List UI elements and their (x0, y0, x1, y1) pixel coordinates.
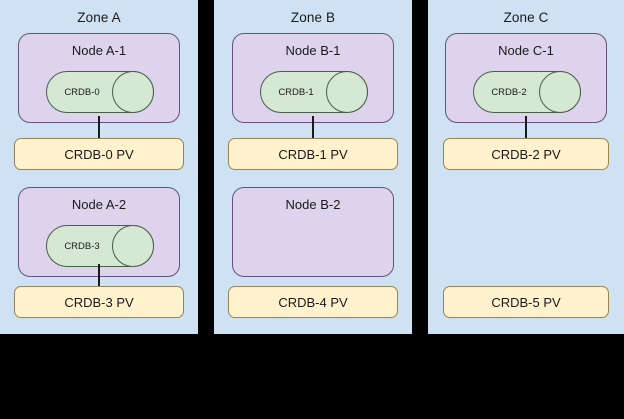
zone-a-title: Zone A (77, 10, 121, 25)
pod-crdb-3-label: CRDB-3 (64, 240, 100, 252)
pv-crdb-0[interactable]: CRDB-0 PV (14, 138, 184, 170)
pod-cylinder-cap (326, 71, 368, 113)
node-b-1-label: Node B-1 (285, 43, 341, 58)
pv-crdb-5[interactable]: CRDB-5 PV (443, 286, 609, 318)
node-a-2-label: Node A-2 (71, 197, 127, 212)
connector-crdb-0-to-pv (98, 116, 100, 138)
node-b-2-label: Node B-2 (285, 197, 341, 212)
connector-crdb-2-to-pv (525, 116, 527, 138)
zone-b-title: Zone B (290, 10, 336, 25)
pod-crdb-2-label: CRDB-2 (491, 86, 527, 98)
node-b-1[interactable]: Node B-1 CRDB-1 (232, 33, 394, 123)
pv-crdb-2[interactable]: CRDB-2 PV (443, 138, 609, 170)
node-a-1-label: Node A-1 (71, 43, 127, 58)
node-c-1[interactable]: Node C-1 CRDB-2 (445, 33, 607, 123)
pod-cylinder-cap (112, 225, 154, 267)
zone-c: Zone C Node C-1 CRDB-2 CRDB-2 PV CRDB-5 … (428, 0, 624, 334)
pod-crdb-1-label: CRDB-1 (278, 86, 314, 98)
connector-crdb-1-to-pv (312, 116, 314, 138)
pv-crdb-1[interactable]: CRDB-1 PV (228, 138, 398, 170)
zone-b: Zone B Node B-1 CRDB-1 CRDB-1 PV Node B-… (214, 0, 412, 334)
node-c-1-label: Node C-1 (498, 43, 554, 58)
connector-crdb-3-to-pv (98, 264, 100, 286)
zone-c-title: Zone C (503, 10, 549, 25)
pod-cylinder-cap (539, 71, 581, 113)
zone-a: Zone A Node A-1 CRDB-0 CRDB-0 PV Node A-… (0, 0, 198, 334)
pod-cylinder-cap (112, 71, 154, 113)
pod-crdb-3[interactable]: CRDB-3 (46, 225, 154, 267)
node-a-1[interactable]: Node A-1 CRDB-0 (18, 33, 180, 123)
pod-crdb-2[interactable]: CRDB-2 (473, 71, 581, 113)
pod-crdb-1[interactable]: CRDB-1 (260, 71, 368, 113)
node-b-2[interactable]: Node B-2 (232, 187, 394, 277)
pv-crdb-4[interactable]: CRDB-4 PV (228, 286, 398, 318)
pv-crdb-3[interactable]: CRDB-3 PV (14, 286, 184, 318)
node-a-2[interactable]: Node A-2 CRDB-3 (18, 187, 180, 277)
pod-crdb-0[interactable]: CRDB-0 (46, 71, 154, 113)
pod-crdb-0-label: CRDB-0 (64, 86, 100, 98)
